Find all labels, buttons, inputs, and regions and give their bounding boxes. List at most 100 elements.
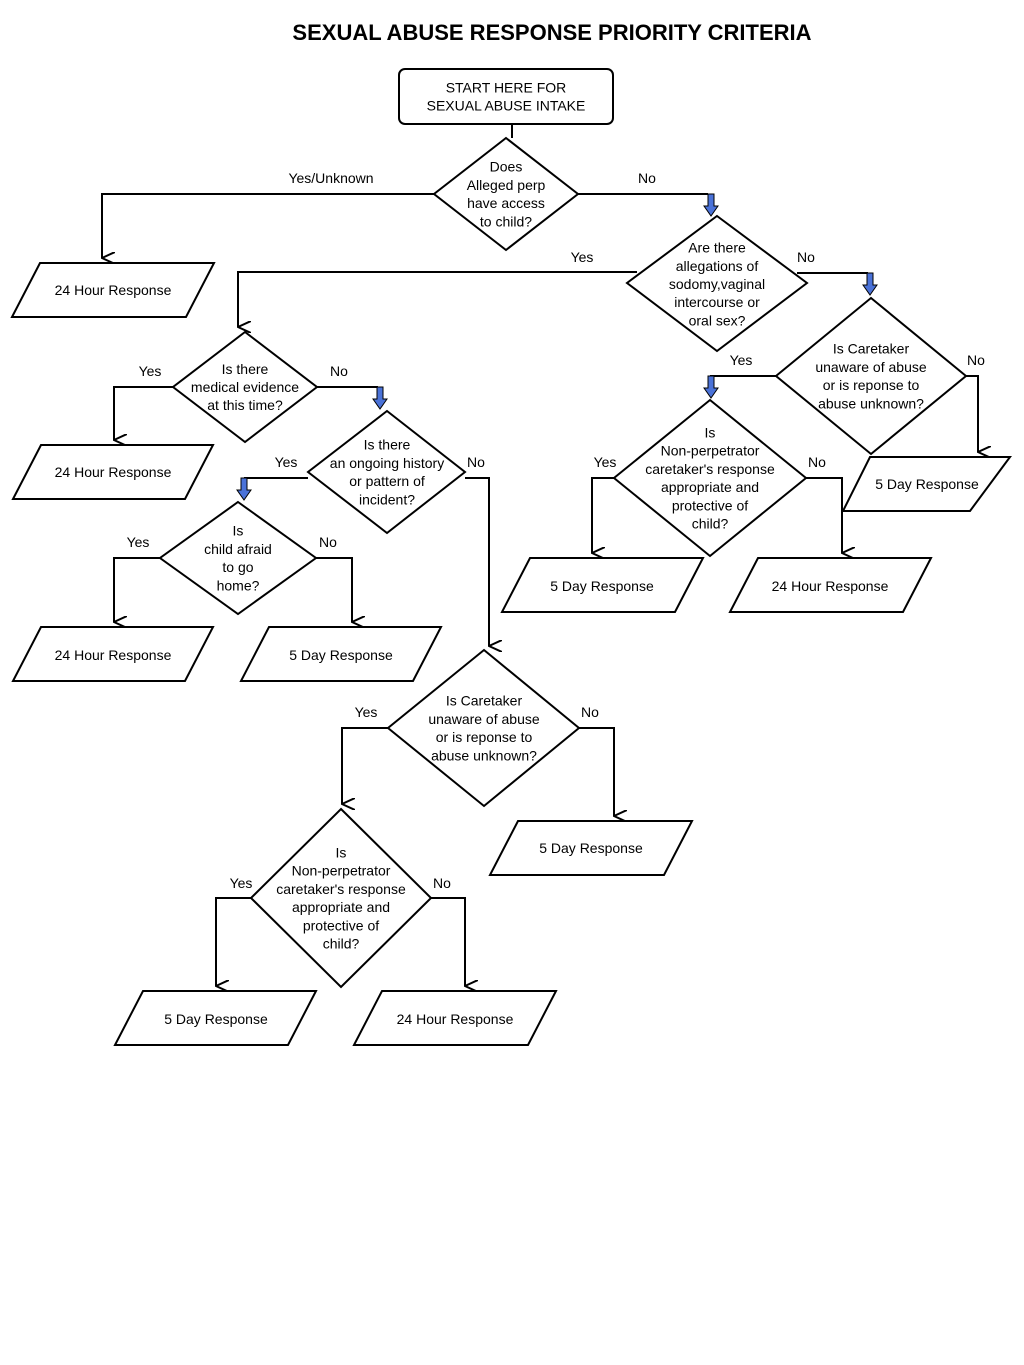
node-text-line: abuse unknown? <box>818 395 924 411</box>
edge-label-caretaker-mid-no: No <box>581 704 599 720</box>
response-parallelogram <box>352 990 558 1046</box>
response-text: 24 Hour Response <box>55 464 172 480</box>
node-text-line: Does <box>490 159 523 175</box>
node-text-line: or is reponse to <box>436 729 533 745</box>
start-box <box>398 68 614 125</box>
response-parallelogram <box>11 626 215 682</box>
node-text-line: child? <box>323 936 360 952</box>
response-parallelogram <box>10 262 216 318</box>
node-text-line: Is Caretaker <box>446 693 523 709</box>
response-24-nonperp-right: 24 Hour Response <box>728 557 933 613</box>
edge-label-nonperp-bottom-yes: Yes <box>230 875 253 891</box>
node-text-line: Is <box>336 845 347 861</box>
edge-label-allegations-yes: Yes <box>571 249 594 265</box>
decision-diamond <box>158 500 318 616</box>
node-text-line: appropriate and <box>292 899 390 915</box>
node-text-line: have access <box>467 195 545 211</box>
response-5-afraid: 5 Day Response <box>239 626 443 682</box>
response-parallelogram <box>11 444 215 500</box>
node-text-line: to child? <box>480 213 532 229</box>
edge-label-access-no: No <box>638 170 656 186</box>
connector-allegations-yes <box>237 271 637 327</box>
node-text-line: caretaker's response <box>276 881 406 897</box>
response-nodes: 24 Hour Response 24 Hour Response 24 Hou… <box>10 262 1012 1046</box>
node-text-line: or is reponse to <box>823 377 920 393</box>
node-text-line: caretaker's response <box>645 461 775 477</box>
node-text-line: Alleged perp <box>467 177 546 193</box>
node-text-line: protective of <box>672 497 748 513</box>
connector-nonperp-right-no <box>806 477 842 553</box>
blue-arrow-down-icon <box>236 477 252 501</box>
response-parallelogram <box>488 820 694 876</box>
edge-label-afraid-yes: Yes <box>127 534 150 550</box>
connector-afraid-no <box>316 557 352 622</box>
node-text-line: Is there <box>222 361 269 377</box>
blue-arrow-down-icon <box>372 386 388 410</box>
connector-nonperp-right-yes <box>591 477 615 553</box>
decision-diamond <box>386 648 581 808</box>
node-text-line: at this time? <box>207 397 283 413</box>
connector-afraid-yes <box>113 557 161 622</box>
response-text: 24 Hour Response <box>55 282 172 298</box>
start-node: START HERE FOR SEXUAL ABUSE INTAKE <box>398 68 614 125</box>
response-text: 5 Day Response <box>875 476 979 492</box>
connector-access-yes <box>101 193 434 258</box>
response-5-nonperp-right: 5 Day Response <box>500 557 705 613</box>
blue-arrow-down-icon <box>703 193 719 217</box>
blue-arrow-down-icon <box>703 375 719 399</box>
edge-label-caretaker-right-yes: Yes <box>730 352 753 368</box>
edge-label-history-no: No <box>467 454 485 470</box>
decision-diamond <box>249 807 433 989</box>
response-5-nonperp-bottom: 5 Day Response <box>113 990 318 1046</box>
node-text-line: Non-perpetrator <box>292 863 391 879</box>
node-text-line: appropriate and <box>661 479 759 495</box>
edge-label-medical-yes: Yes <box>139 363 162 379</box>
decision-diamond <box>625 214 809 353</box>
edge-label-caretaker-right-no: No <box>967 352 985 368</box>
decision-diamond <box>171 330 319 444</box>
response-24-top: 24 Hour Response <box>10 262 216 318</box>
edge-label-nonperp-right-no: No <box>808 454 826 470</box>
node-text-line: intercourse or <box>674 294 760 310</box>
node-text-line: Is <box>705 425 716 441</box>
edge-label-access-yes: Yes/Unknown <box>288 170 373 186</box>
node-text-line: Is Caretaker <box>833 341 910 357</box>
response-parallelogram <box>239 626 443 682</box>
node-text-line: START HERE FOR <box>446 79 567 95</box>
response-5-right: 5 Day Response <box>841 456 1012 512</box>
response-text: 5 Day Response <box>539 840 643 856</box>
node-text-line: an ongoing history <box>330 455 444 471</box>
response-text: 24 Hour Response <box>772 578 889 594</box>
response-24-medical: 24 Hour Response <box>11 444 215 500</box>
response-5-caretaker-mid: 5 Day Response <box>488 820 694 876</box>
response-text: 24 Hour Response <box>397 1011 514 1027</box>
edge-labels: Yes/Unknown No Yes No Yes No Yes No Yes … <box>127 170 986 891</box>
response-24-afraid: 24 Hour Response <box>11 626 215 682</box>
node-text-line: protective of <box>303 917 379 933</box>
connector-caretaker-mid-no <box>579 727 614 816</box>
node-text-line: allegations of <box>676 258 759 274</box>
connector-medical-yes <box>113 386 173 440</box>
node-text-line: Is there <box>364 437 411 453</box>
blue-arrows <box>236 193 878 501</box>
start-text: START HERE FOR SEXUAL ABUSE INTAKE <box>427 79 586 113</box>
connector-nonperp-bottom-yes <box>215 897 251 986</box>
node-text-line: SEXUAL ABUSE INTAKE <box>427 98 586 114</box>
connector-history-no <box>465 477 489 646</box>
edge-label-allegations-no: No <box>797 249 815 265</box>
connector-lines <box>101 124 978 986</box>
